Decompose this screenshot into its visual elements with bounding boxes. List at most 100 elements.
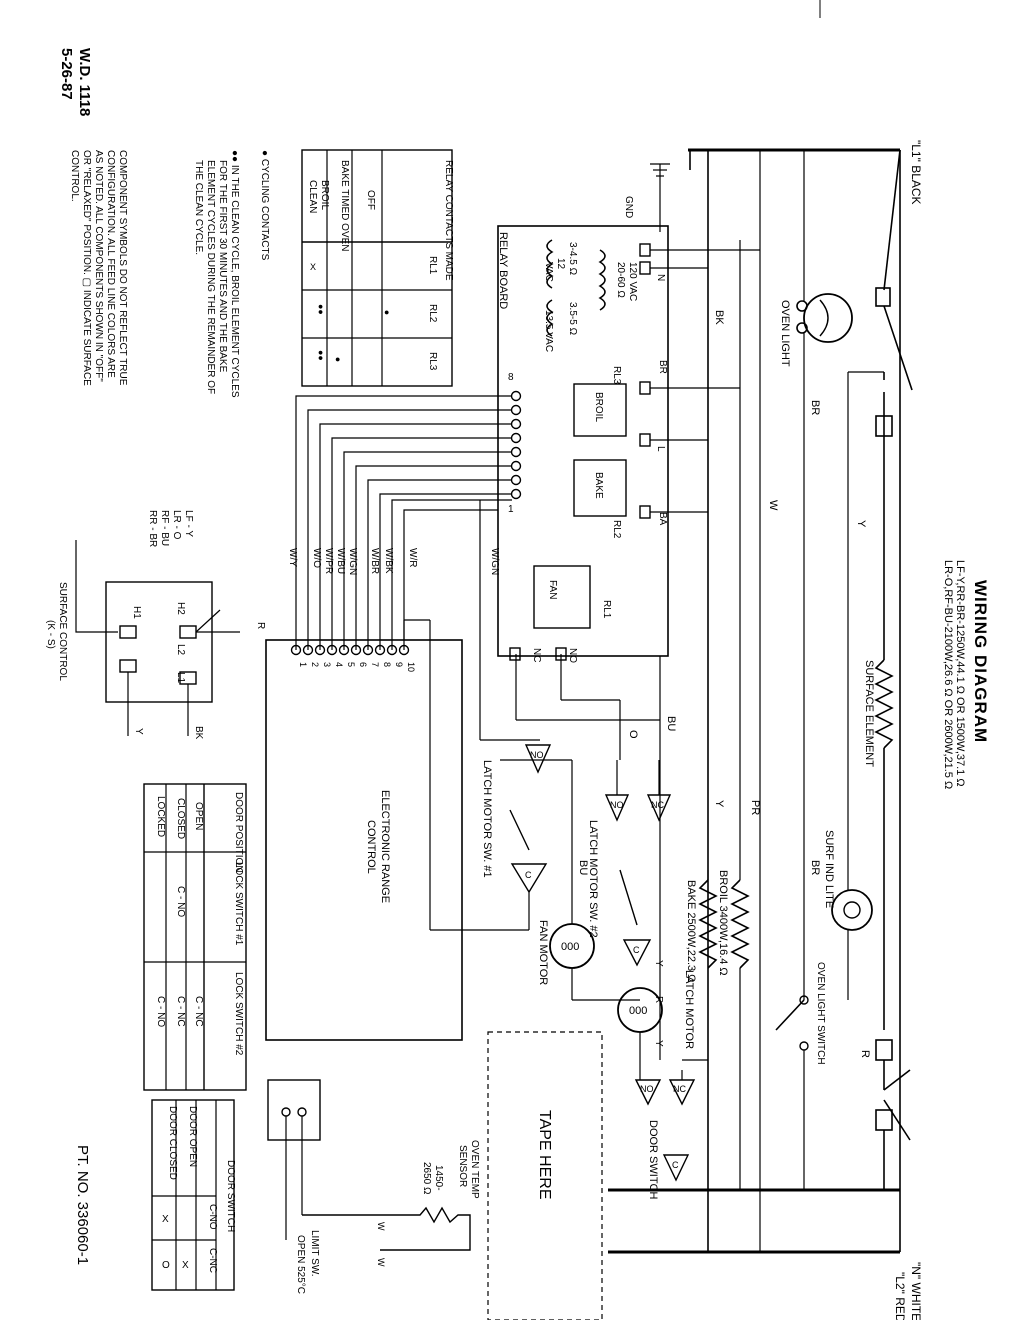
note-clean-3: ELEMENT CYCLES DURING THE REMAINDER OF	[205, 160, 216, 394]
connector-pin-1: 1	[508, 504, 514, 515]
sensor-connector	[267, 1079, 321, 1141]
surface-control-h2: H2	[175, 602, 186, 615]
tape-here-label: TAPE HERE	[536, 1110, 553, 1200]
door-switch-label: DOOR SWITCH	[647, 1120, 659, 1199]
gnd-label: GND	[623, 196, 634, 218]
bake-element-label: BAKE 2500W,22.3 Ω	[685, 880, 697, 982]
surface-element-label: SURFACE ELEMENT	[863, 660, 875, 767]
surface-control-legend-3: RF - BU	[159, 510, 170, 546]
note-clean-2: FOR THE FIRST 30 MINUTES AND THE BAKE	[217, 160, 228, 373]
relay-board-connector	[510, 390, 522, 500]
relay-l-terminal: L	[655, 446, 666, 452]
limit-sw-open-label: OPEN 525°C	[295, 1235, 306, 1294]
door-table-locked-lock2: C - NO	[155, 996, 166, 1027]
xfmr-sec1-l3: VAC	[543, 262, 554, 282]
y-latch-wire-label-2: Y	[653, 1040, 664, 1047]
harness-wire-1: W/Y	[287, 548, 298, 567]
wire-harness	[295, 395, 512, 650]
relay-contacts-table	[301, 149, 453, 387]
transformer-primary	[598, 249, 606, 311]
rl1-fan-relay	[533, 565, 591, 629]
surface-control-wire-y: Y	[133, 728, 144, 735]
surface-control-legend-2: LR - O	[171, 510, 182, 540]
rl2-label: RL2	[611, 520, 622, 539]
y-latch-wire-label: Y	[653, 960, 664, 967]
relay-table-row-broil: BROIL	[319, 180, 330, 210]
surf-ind-lite-icon	[831, 889, 873, 931]
relay-table-header: RELAY CONTACTS MADE	[443, 160, 454, 281]
door-sw-c: C	[672, 1160, 679, 1170]
door-sw-nc: NC	[673, 1084, 686, 1094]
oven-light-switch-label: OVEN LIGHT SWITCH	[815, 962, 826, 1065]
sensor-w-label-2: W	[376, 1258, 386, 1267]
harness-wire-7: W/BK	[383, 548, 394, 574]
harness-wire-8: W/R	[407, 548, 418, 567]
relay-table-cell-clean-rl3: ●●	[316, 350, 326, 361]
bake-relay-label: BAKE	[593, 472, 604, 499]
erc-pin-7: 7	[370, 662, 380, 667]
relay-table-row-clean: CLEAN	[307, 180, 318, 213]
latch-motor-sw2-label: LATCH MOTOR SW. #2	[587, 820, 599, 938]
surface-control-label: SURFACE CONTROL	[57, 582, 68, 681]
latch-sw2-no: NO	[610, 800, 624, 810]
xfmr-sec1-l2: 12	[555, 258, 566, 270]
surface-control-l1: L1	[175, 672, 186, 684]
door-switch-table	[151, 1099, 235, 1291]
relay-table-cell-broil-rl3: ●	[335, 354, 340, 364]
surface-control-legend-1: LF - Y	[183, 510, 194, 537]
fan-relay-nc: NC	[531, 648, 542, 662]
door-table-col-lock1: LOCK SWITCH #1	[233, 862, 244, 946]
surface-element-resistor	[874, 659, 894, 749]
relay-board	[497, 225, 669, 657]
erc-pin-4: 4	[334, 662, 344, 667]
door-table-closed-lock2: C - NC	[175, 996, 186, 1027]
fan-motor-label: FAN MOTOR	[537, 920, 549, 985]
o-wire-label: O	[627, 730, 639, 739]
wd-number: W.D. 1118	[76, 48, 93, 116]
erc-terminal-block	[290, 644, 410, 656]
xfmr-sec2-l2: 13.5 VAC	[543, 310, 554, 352]
fan-motor-coil: 000	[561, 941, 579, 953]
latch-sw2-nc: NC	[651, 800, 664, 810]
latch-sw1-c: C	[525, 870, 532, 880]
door-table-open: OPEN	[193, 802, 204, 830]
y-wire-label: Y	[855, 520, 867, 528]
oven-temp-sensor-l4: 2650 Ω	[421, 1162, 432, 1195]
n-label: "N" WHITE	[909, 1262, 923, 1320]
broil-relay-label: BROIL	[593, 392, 604, 422]
rl3-label: RL3	[611, 366, 622, 385]
oven-temp-sensor-l3: 1450-	[433, 1165, 444, 1191]
relay-table-cell-clean-rl2: ●●	[316, 304, 326, 315]
sensor-w-label-1: W	[376, 1222, 386, 1231]
door-switch-table-closed-cno: X	[162, 1214, 169, 1225]
surface-control-wire-r: R	[255, 622, 266, 629]
bk-wire-label: BK	[713, 310, 725, 325]
erc-pin-6: 6	[358, 662, 368, 667]
relay-table-cell-bake-rl2: ●	[384, 307, 389, 317]
w-main-label: W	[767, 500, 779, 511]
surface-control-sub: (K - S)	[45, 620, 56, 649]
xfmr-sec1-l1: 3-4.5 Ω	[567, 242, 578, 276]
note-symbols-3: AS NOTED. ALL COMPONENTS SHOWN IN "OFF"	[93, 150, 104, 382]
rl2-bake-relay	[573, 459, 627, 517]
ba-wire-label: BA	[657, 512, 668, 526]
relay-table-col-rl2: RL2	[427, 304, 438, 323]
surface-control-h1: H1	[131, 606, 142, 619]
br-relay-wire-label: BR	[657, 360, 668, 374]
erc-pin-8: 8	[382, 662, 392, 667]
erc-label-2: CONTROL	[365, 820, 377, 874]
wd-date: 5-26-87	[58, 48, 75, 100]
part-number: PT. NO. 336060-1	[74, 1145, 91, 1265]
oven-temp-sensor-l2: SENSOR	[457, 1145, 468, 1187]
fan-relay-no: NO	[567, 648, 578, 663]
note-clean-1: ●● IN THE CLEAN CYCLE, BROIL ELEMENT CYC…	[229, 150, 240, 398]
erc-pin-3: 3	[322, 662, 332, 667]
note-symbols-5: CONTROL.	[69, 150, 80, 202]
oven-temp-sensor-l1: OVEN TEMP	[469, 1140, 480, 1199]
electronic-range-control	[265, 639, 463, 1041]
diagram-title: WIRING DIAGRAM	[971, 580, 990, 743]
harness-wire-4: W/BU	[335, 548, 346, 574]
door-switch-table-open-cnc: X	[182, 1260, 189, 1271]
latch-motor-label: LATCH MOTOR	[683, 970, 695, 1049]
surface-element-spec-line2: LR-O,RF-BU-2100W,26.6 Ω OR 2600W,21.5 Ω	[942, 560, 954, 789]
